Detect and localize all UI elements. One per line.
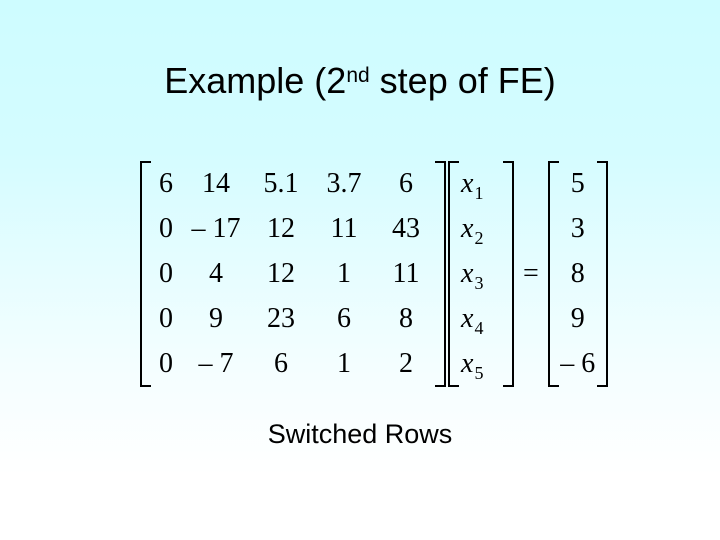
vector-row: 5 [557,161,599,206]
vector-row: x1 [457,161,505,206]
matrix-cell: 1 [337,348,351,380]
matrix-cell: 11 [330,212,358,244]
matrix-row: 0 – 17 12 11 43 [149,206,437,251]
title-text-before: Example (2 [164,60,347,101]
vector-cell: 9 [570,303,585,335]
matrix-cell: 6 [337,303,351,335]
matrix-cell: – 7 [198,348,234,380]
matrix-row: 6 14 5.1 3.7 6 [149,161,437,206]
slide-caption: Switched Rows [267,419,453,449]
equals-sign: = [523,258,539,289]
matrix-cell: 12 [267,212,295,244]
vector-cell: 5 [570,167,585,199]
vector-cell: x3 [457,251,505,296]
vector-row: x4 [457,297,505,342]
matrix-row: 0 9 23 6 8 [149,297,437,342]
vector-row: 8 [557,251,599,296]
matrix-cell: 11 [392,258,420,289]
matrix-cell: 6 [274,348,288,380]
vector-cell: x5 [457,342,505,387]
matrix-cell: 8 [399,303,413,335]
variable-x5: x5 [461,348,484,384]
variable-x2: x2 [461,212,484,248]
matrix-cell: – 17 [191,212,241,244]
matrix-cell: 1 [337,258,351,289]
vector-row: x2 [457,206,505,251]
matrix-cell: 0 [159,348,173,380]
vector-row: 3 [557,206,599,251]
coefficient-matrix: 6 14 5.1 3.7 6 0 – 17 12 11 43 0 [149,161,437,387]
unknown-vector: x1 x2 x3 x4 x5 [457,161,505,387]
matrix-equation: 6 14 5.1 3.7 6 0 – 17 12 11 43 0 [140,158,620,390]
variable-x4: x4 [461,303,484,339]
title-text-after: step of FE) [369,60,556,101]
page-title: Example (2nd step of FE) [0,59,720,109]
coefficient-matrix-brackets: 6 14 5.1 3.7 6 0 – 17 12 11 43 0 [140,161,446,387]
matrix-cell: 14 [202,167,230,199]
matrix-cell: 0 [159,212,173,244]
matrix-cell: 43 [392,212,420,244]
vector-cell: x1 [457,161,505,206]
matrix-cell: 4 [209,258,223,289]
vector-row: – 6 [557,342,599,387]
matrix-cell: 0 [159,258,173,289]
matrix-cell: 3.7 [326,167,362,199]
vector-row: 9 [557,297,599,342]
matrix-cell: 6 [159,167,173,199]
vector-row: x3 [457,251,505,296]
vector-cell: x2 [457,206,505,251]
variable-x1: x1 [461,167,484,203]
vector-cell: 8 [570,258,585,289]
vector-row: x5 [457,342,505,387]
title-ordinal-superscript: nd [346,64,370,87]
matrix-cell: 0 [159,303,173,335]
rhs-vector-brackets: 5 3 8 9 – 6 [547,161,608,387]
matrix-cell: 6 [399,167,413,199]
matrix-cell: 5.1 [263,167,299,199]
vector-cell: – 6 [560,348,596,380]
vector-cell: 3 [570,212,585,244]
rhs-vector: 5 3 8 9 – 6 [557,161,599,387]
matrix-row: 0 – 7 6 1 2 [149,342,437,387]
matrix-cell: 23 [267,303,295,335]
matrix-row: 0 4 12 1 11 [149,251,437,296]
matrix-cell: 2 [399,348,413,380]
unknown-vector-brackets: x1 x2 x3 x4 x5 [448,161,514,387]
matrix-cell: 9 [209,303,223,335]
variable-x3: x3 [461,258,484,293]
matrix-cell: 12 [267,258,295,289]
vector-cell: x4 [457,297,505,342]
